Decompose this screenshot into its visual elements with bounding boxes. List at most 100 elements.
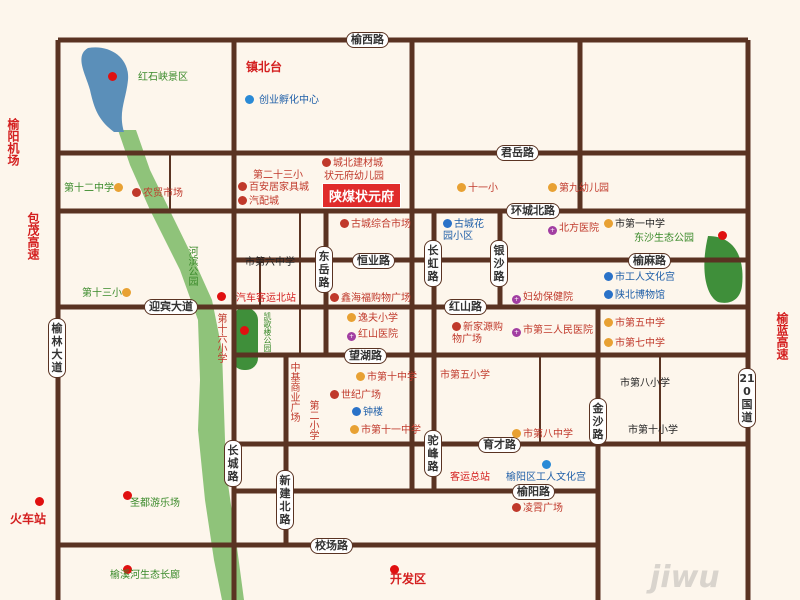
zhenbeitai-label: 镇北台: [246, 60, 283, 74]
minor-roads: [169, 153, 661, 444]
road-hengye: 恒业路: [352, 253, 395, 269]
road-yulin-dadao: 榆林大道: [48, 318, 66, 378]
shop-icon: [238, 196, 247, 205]
school-icon: [356, 372, 365, 381]
no11-middle[interactable]: 市第十一中学: [350, 425, 421, 437]
school-icon: [350, 425, 359, 434]
gucheng-market[interactable]: 古城综合市场: [340, 219, 411, 231]
shop-icon: [132, 188, 141, 197]
road-yinsha: 银沙路: [490, 240, 508, 287]
zhongji-plaza[interactable]: 中基商业广场: [288, 362, 299, 422]
no1-middle[interactable]: 市第一中学: [604, 219, 665, 231]
keyun-station[interactable]: 客运总站: [450, 472, 490, 483]
worker-culture[interactable]: 市工人文化宫: [604, 272, 675, 284]
district-culture-label[interactable]: 榆阳区工人文化宫: [506, 472, 586, 483]
shiyixiao[interactable]: 十一小: [457, 183, 498, 195]
zhuangyuanfu-kg[interactable]: 状元府幼儿园: [324, 171, 384, 182]
no8-primary[interactable]: 市第八小学: [620, 378, 670, 389]
road-changcheng: 长城路: [224, 440, 242, 487]
hospital-icon: +: [347, 332, 356, 341]
hongshixia-marker[interactable]: [108, 72, 117, 81]
river: [118, 130, 244, 600]
fuyou[interactable]: +妇幼保健院: [512, 292, 573, 304]
shaanbei-museum[interactable]: 陕北博物馆: [604, 290, 665, 302]
hongshixia-label: 红石峡景区: [138, 72, 188, 83]
road-wanghu: 望湖路: [344, 348, 387, 364]
no5-middle[interactable]: 市第五中学: [604, 318, 665, 330]
dongsha-marker[interactable]: [718, 231, 727, 240]
hongshi-lake: [81, 47, 129, 132]
featured-project[interactable]: 陕煤状元府: [322, 183, 402, 208]
beifang-hospital[interactable]: +北方医院: [548, 223, 599, 235]
school-icon: [604, 219, 613, 228]
qiche-keyun[interactable]: 汽车客运北站: [236, 293, 296, 304]
road-yuxi: 榆西路: [346, 32, 389, 48]
zhonglou[interactable]: 钟楼: [352, 407, 383, 419]
keyun-north-marker[interactable]: [217, 292, 226, 301]
train-station-marker[interactable]: [35, 497, 44, 506]
yuyang-airport-label: 榆阳机场: [6, 118, 20, 166]
hebin-park-marker[interactable]: [240, 326, 249, 335]
no9-kg[interactable]: 第九幼儿园: [548, 183, 609, 195]
school-icon: [604, 318, 613, 327]
no10-middle[interactable]: 市第十中学: [356, 372, 417, 384]
kaifaqu-marker[interactable]: [390, 565, 399, 574]
road-xiaochang: 校场路: [310, 538, 353, 554]
no2-primary[interactable]: 第二小学: [307, 400, 318, 440]
baomao-highway-label: 包茂高速: [26, 212, 40, 260]
road-huancheng-north: 环城北路: [506, 203, 560, 219]
qipeicheng[interactable]: 汽配城: [238, 196, 279, 208]
school-icon: [604, 338, 613, 347]
no8-middle[interactable]: 市第八中学: [512, 429, 573, 441]
road-yuyang: 榆阳路: [512, 484, 555, 500]
no6-middle[interactable]: 市第六中学: [245, 257, 295, 268]
school-23[interactable]: 第二十三小: [253, 170, 303, 181]
nongmao[interactable]: 农贸市场: [132, 188, 183, 200]
district-culture-marker[interactable]: [542, 460, 551, 469]
shop-icon: [330, 390, 339, 399]
school-icon: [122, 288, 131, 297]
road-junyue: 君岳路: [496, 145, 539, 161]
school-icon: [548, 183, 557, 192]
no16-primary[interactable]: 第十六小学: [215, 313, 226, 363]
kaifaqu-label: 开发区: [390, 572, 427, 586]
baian-jiaju[interactable]: 百安居家具城: [238, 182, 309, 194]
yulan-highway-label: 榆蓝高速: [775, 312, 789, 360]
road-tuofeng: 驼峰路: [424, 430, 442, 477]
yifu-primary[interactable]: 逸夫小学: [347, 313, 398, 325]
school-icon: [114, 183, 123, 192]
school-icon: [347, 313, 356, 322]
shiji-plaza[interactable]: 世纪广场: [330, 390, 381, 402]
road-g210: 210国道: [738, 368, 756, 428]
no3-hospital[interactable]: +市第三人民医院: [512, 325, 593, 337]
no10-primary[interactable]: 市第十小学: [628, 425, 678, 436]
xinjiayuan[interactable]: 新家源购物广场: [452, 322, 503, 345]
no12-middle[interactable]: 第十二中学: [64, 183, 125, 195]
no7-middle[interactable]: 市第七中学: [604, 338, 665, 350]
no5-primary[interactable]: 市第五小学: [440, 370, 490, 381]
chuangye-marker[interactable]: [245, 95, 254, 104]
road-xinjian-north: 新建北路: [276, 470, 294, 530]
kaigelou-park-label: 凯歌楼公园: [263, 312, 272, 352]
shop-icon: [238, 182, 247, 191]
school-icon: [512, 429, 521, 438]
hongshan-hospital[interactable]: +红山医院: [347, 329, 398, 341]
shengdu-marker[interactable]: [123, 491, 132, 500]
lingxiao[interactable]: 凌霄广场: [512, 503, 563, 515]
no13-primary[interactable]: 第十三小: [82, 288, 133, 300]
school-icon: [457, 183, 466, 192]
shop-icon: [340, 219, 349, 228]
chuangye-label: 创业孵化中心: [259, 95, 319, 106]
road-changhong: 长虹路: [424, 240, 442, 287]
road-yingbin: 迎宾大道: [144, 299, 198, 315]
culture-icon: [604, 272, 613, 281]
hospital-icon: +: [548, 226, 557, 235]
dongsha-park-area: [704, 236, 743, 303]
gucheng-garden[interactable]: 古城花园小区: [443, 219, 484, 242]
residence-icon: [443, 219, 452, 228]
chengbei-jiancai[interactable]: 城北建材城: [322, 158, 383, 170]
xinhaifu[interactable]: 鑫海福购物广场: [330, 293, 411, 305]
road-jinsha: 金沙路: [589, 398, 607, 445]
yuxi-park-marker[interactable]: [123, 565, 132, 574]
